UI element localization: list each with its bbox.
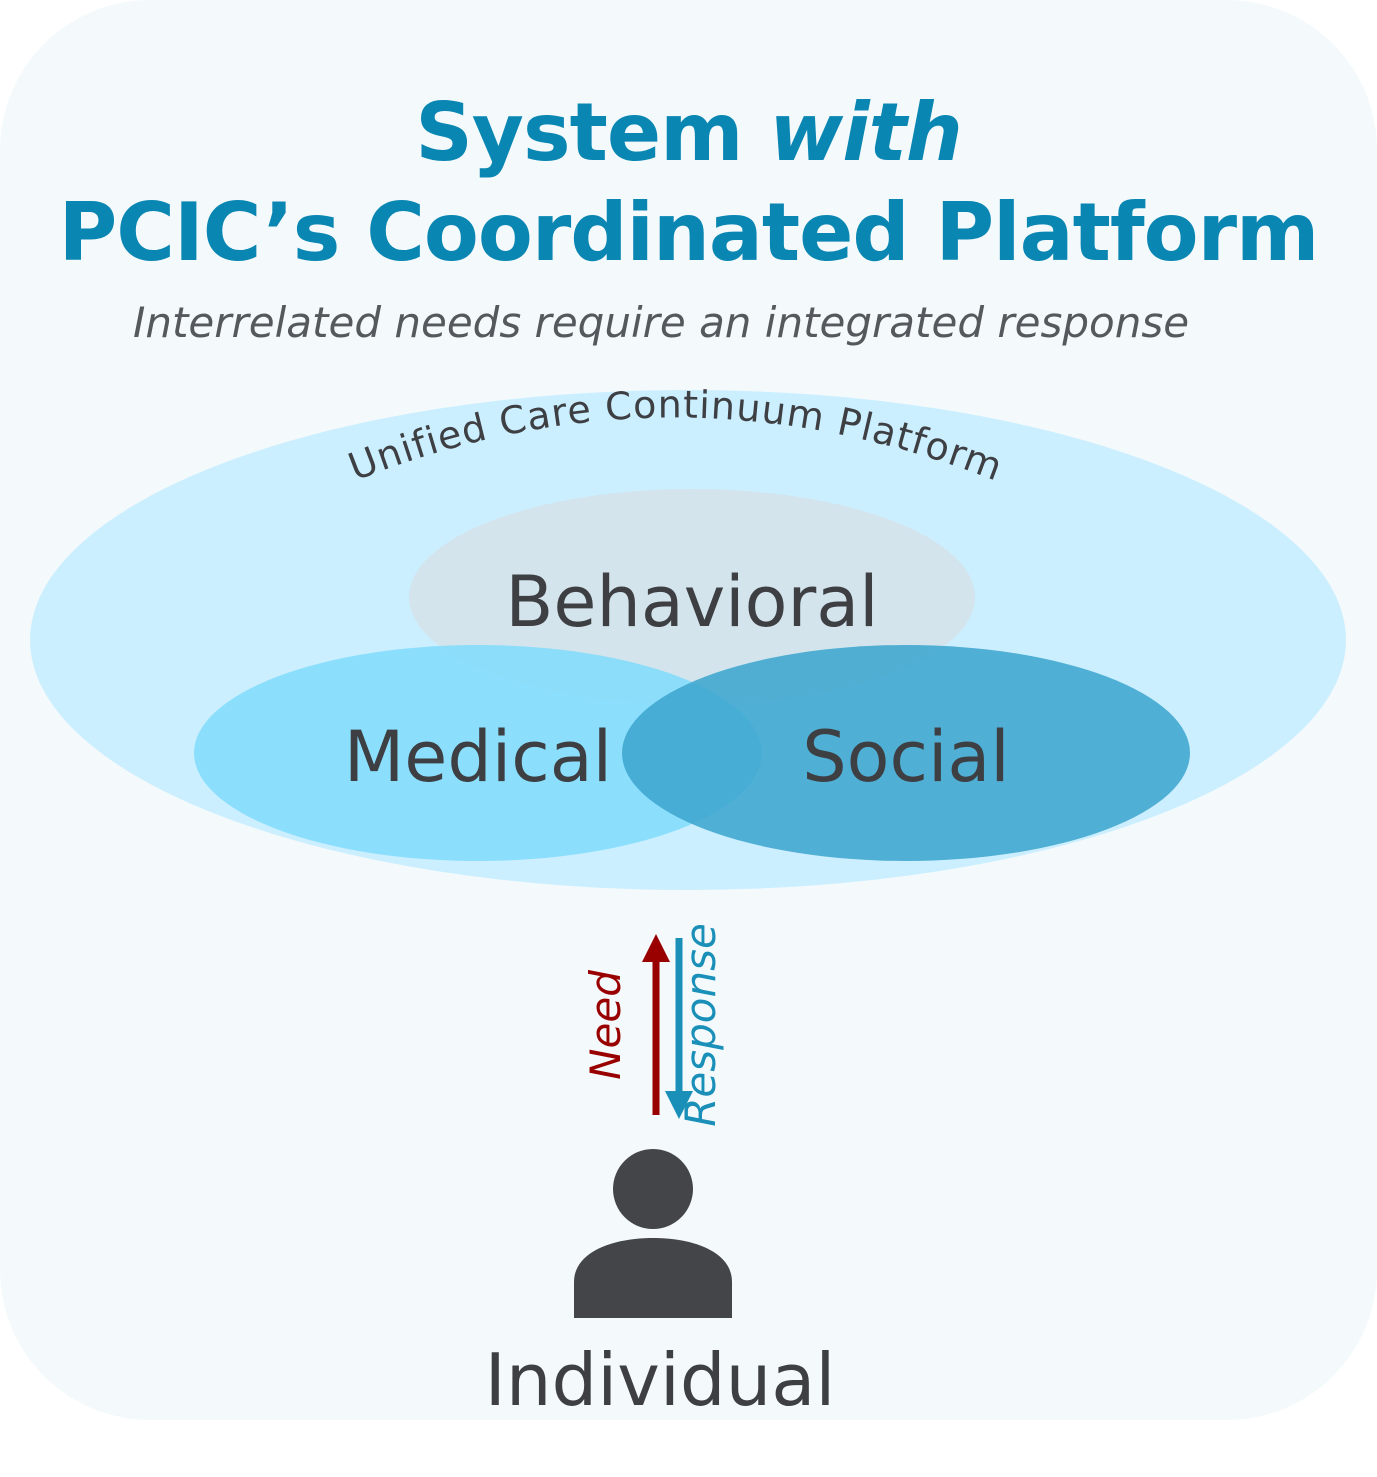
title-emphasis: with	[769, 86, 963, 179]
social-label: Social	[802, 716, 1010, 798]
medical-circle	[194, 645, 762, 861]
title-main: System	[415, 86, 770, 179]
need-label: Need	[581, 970, 630, 1080]
person-icon	[574, 1149, 732, 1318]
social-circle	[622, 645, 1190, 861]
response-label: Response	[676, 923, 725, 1127]
individual-label: Individual	[484, 1338, 836, 1422]
title-line-1: System with	[0, 86, 1377, 179]
title-line-2: PCIC’s Coordinated Platform	[58, 186, 1320, 279]
medical-label: Medical	[344, 716, 612, 798]
subtitle: Interrelated needs require an integrated…	[132, 298, 1190, 347]
behavioral-label: Behavioral	[505, 561, 878, 643]
